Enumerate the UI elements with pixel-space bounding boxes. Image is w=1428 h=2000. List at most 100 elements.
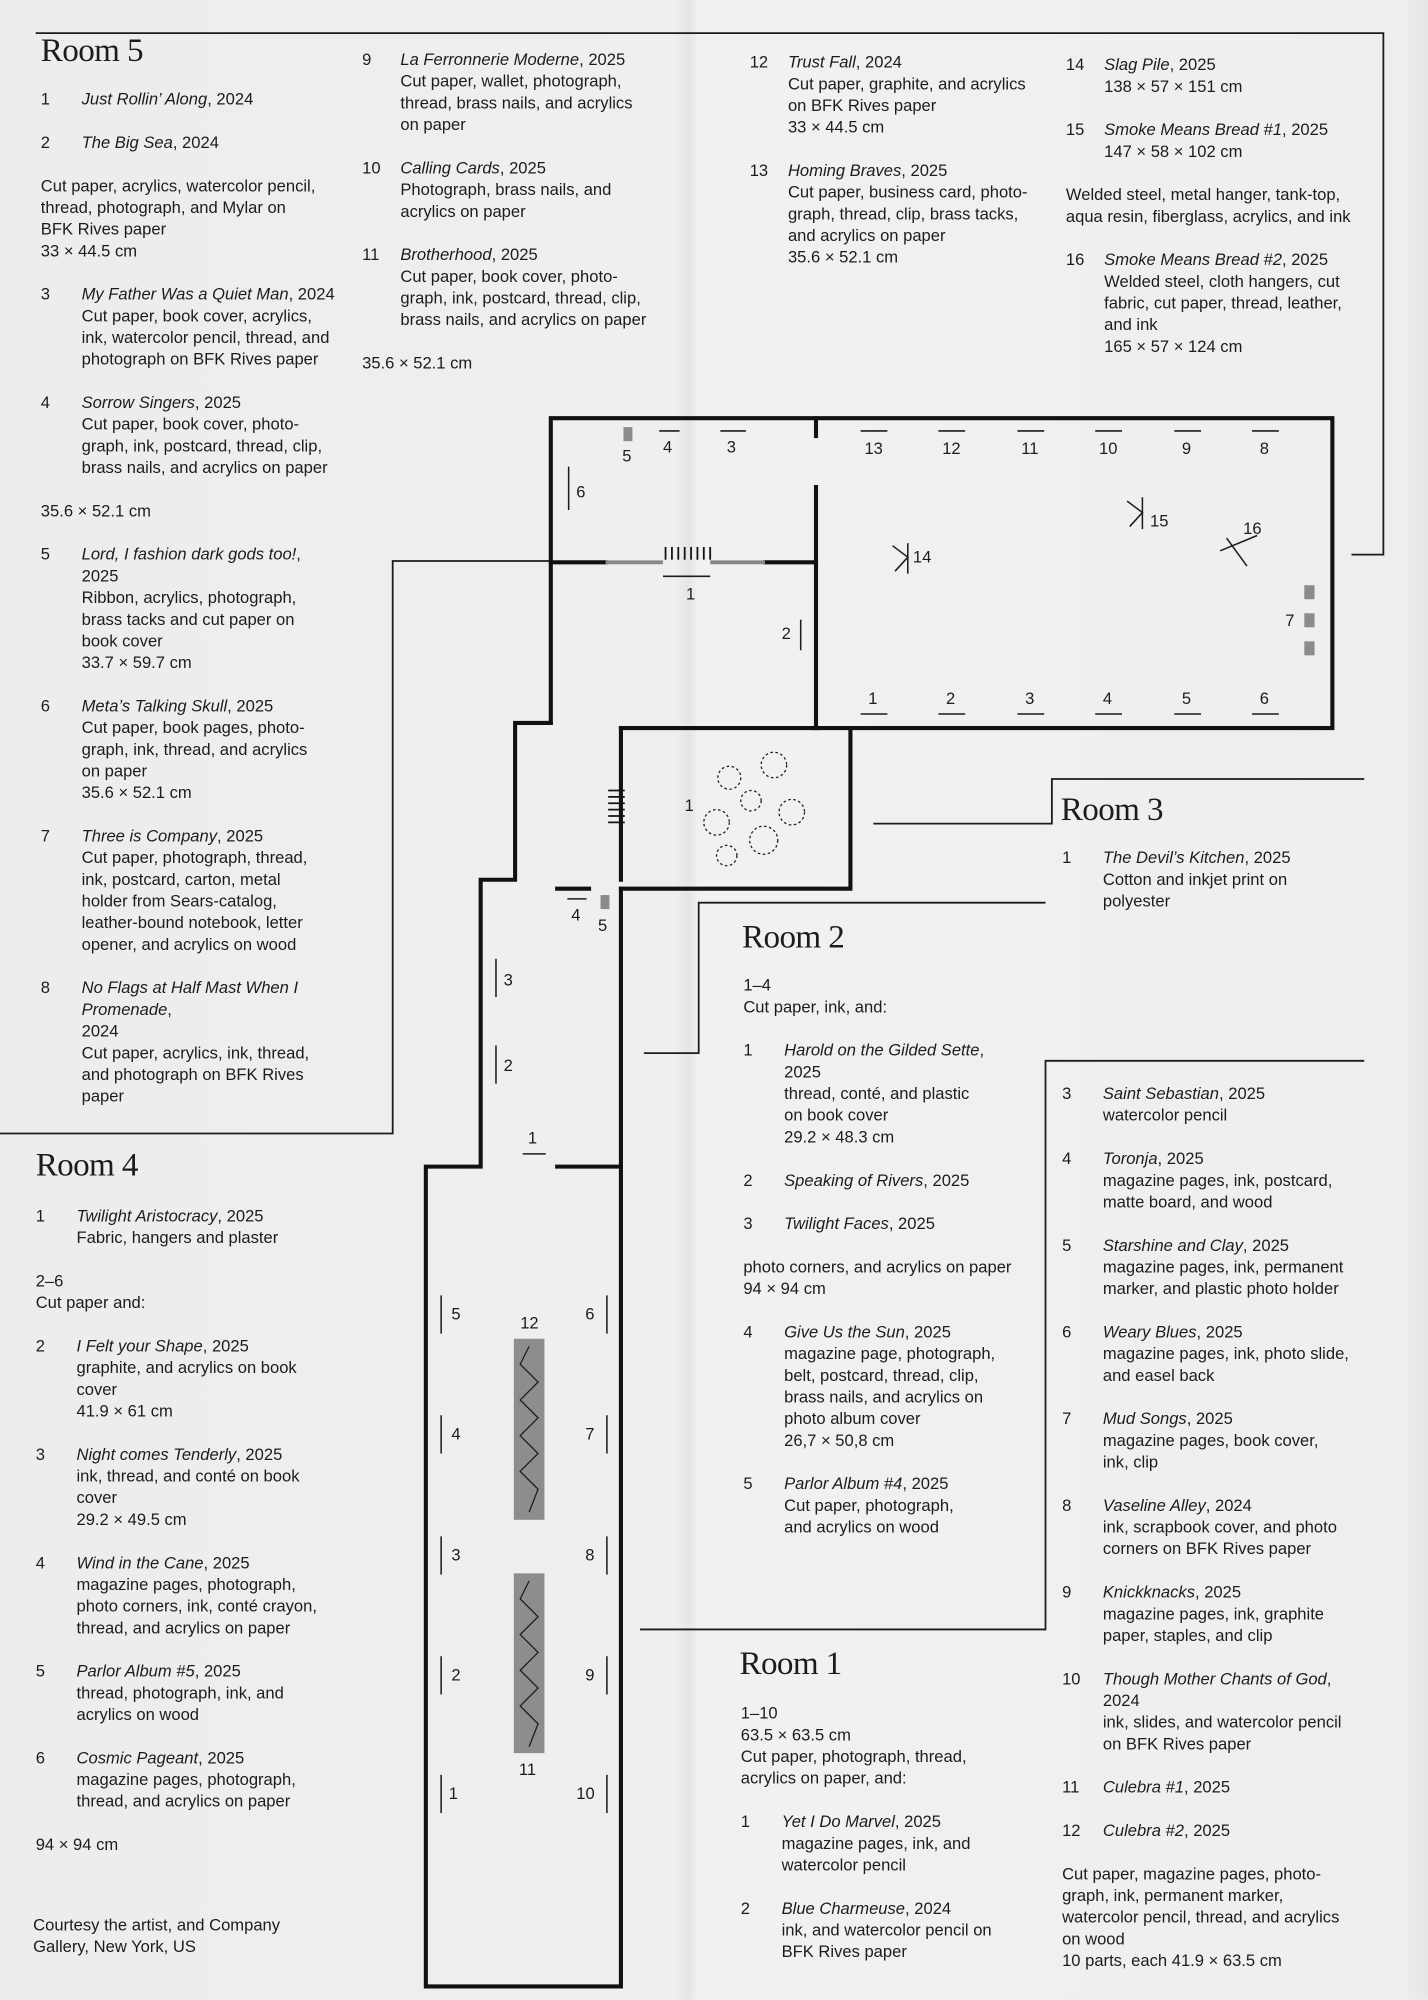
- artwork-year: 2025: [211, 1336, 249, 1356]
- artwork-number: 12: [1062, 1820, 1081, 1840]
- artwork-year: 2025: [1204, 1582, 1242, 1602]
- separator: ,: [288, 284, 298, 304]
- artwork-number: 4: [35, 1552, 45, 1573]
- artwork-heading: Three is Company, 2025: [82, 825, 335, 847]
- separator: ,: [1169, 54, 1179, 74]
- artwork-heading: Yet I Do Marvel, 2025: [782, 1811, 992, 1833]
- upper-label: 15: [1150, 512, 1168, 531]
- caption-line: Cut paper, acrylics, watercolor pencil,: [40, 175, 316, 196]
- artwork-number: 12: [749, 52, 769, 72]
- artwork-medium-line: Cotton and inkjet print on: [1102, 869, 1288, 889]
- artwork-medium-line: cover: [76, 1379, 118, 1399]
- artwork-medium-line: and photograph on BFK Rives: [81, 1064, 304, 1084]
- artwork-medium-line: polyester: [1102, 891, 1171, 911]
- upper-label: 6: [1260, 689, 1269, 708]
- room4-panels: [513, 1338, 545, 1754]
- artwork-details: No Flags at Half Mast When I Promenade, …: [82, 977, 335, 1107]
- artwork-medium-line: thread, photograph, ink, and: [76, 1683, 284, 1703]
- artwork-year: 2024: [1102, 1690, 1140, 1710]
- artwork-heading: Give Us the Sun, 2025: [784, 1321, 1011, 1343]
- artwork-number: 5: [743, 1473, 753, 1494]
- artwork-number: 15: [1065, 119, 1085, 139]
- artwork-title: Meta’s Talking Skull: [81, 696, 228, 716]
- upper-label: 4: [1103, 689, 1112, 708]
- artwork-entry: 12 Culebra #2, 2025: [1062, 1819, 1349, 1841]
- artwork-year: 2024: [297, 284, 335, 304]
- artwork-number: 8: [1062, 1495, 1072, 1515]
- artwork-number: 7: [40, 826, 51, 846]
- room5-label: 6: [576, 482, 585, 501]
- artwork-medium-line: Cut paper, acrylics, ink, thread,: [81, 1042, 310, 1063]
- artwork-heading: Culebra #2, 2025: [1103, 1819, 1349, 1841]
- room2-heading: Room 2: [742, 918, 845, 955]
- artwork-medium-line: 41.9 × 61 cm: [76, 1401, 173, 1421]
- artwork-title: The Devil’s Kitchen: [1102, 847, 1245, 867]
- room5-label: 1: [686, 584, 695, 603]
- artwork-medium-line: thread, and acrylics on paper: [76, 1617, 291, 1638]
- artwork-title: Weary Blues: [1102, 1322, 1197, 1342]
- caption-line: Welded steel, metal hanger, tank-top,: [1065, 184, 1341, 204]
- artwork-title: Lord, I fashion dark gods too!: [81, 544, 297, 564]
- artwork-number: 8: [40, 977, 51, 998]
- separator: ,: [1242, 1235, 1253, 1255]
- caption-line: photo corners, and acrylics on paper: [743, 1257, 1012, 1277]
- artwork-medium-line: ink, scrapbook cover, and photo: [1102, 1517, 1337, 1537]
- artwork-medium-line: Fabric, hangers and plaster: [76, 1227, 279, 1247]
- artwork-medium-line: on book cover: [784, 1105, 889, 1125]
- room4-label: 2: [451, 1665, 460, 1684]
- artwork-medium-line: Cut paper, graphite, and acrylics: [787, 73, 1026, 94]
- artwork-number: 4: [40, 392, 51, 412]
- artwork-title: Brotherhood: [400, 244, 492, 264]
- caption-line: 10 parts, each 41.9 × 63.5 cm: [1062, 1950, 1282, 1970]
- artwork-details: Speaking of Rivers, 2025: [784, 1169, 1011, 1191]
- caption-line: 1–10: [740, 1703, 778, 1723]
- room4-label: 11: [519, 1760, 536, 1779]
- artwork-year: 2025: [236, 696, 274, 716]
- artwork-medium-line: marker, and plastic photo holder: [1102, 1278, 1339, 1298]
- artwork-year: 2025: [1195, 1408, 1233, 1428]
- artwork-number: 5: [40, 544, 51, 564]
- caption-line: 1–4: [743, 975, 771, 995]
- upper-label: 5: [1182, 689, 1191, 708]
- artwork-details: The Big Sea, 2024: [82, 131, 335, 153]
- artwork-medium-line: on paper: [400, 114, 466, 134]
- artwork-medium-line: ink, watercolor pencil, thread, and: [81, 327, 330, 347]
- separator: ,: [1244, 847, 1254, 867]
- artwork-number: 9: [362, 49, 372, 69]
- artwork-medium-line: graph, ink, postcard, thread, clip,: [81, 436, 323, 456]
- room5-label: 5: [622, 447, 631, 466]
- artwork-heading: Cosmic Pageant, 2025: [77, 1747, 317, 1769]
- artwork-year: 2025: [1205, 1322, 1243, 1342]
- artwork-year: 2025: [203, 1661, 241, 1681]
- artwork-year: 2025: [784, 1062, 822, 1082]
- artwork-number: 3: [35, 1444, 45, 1464]
- separator: ,: [1183, 1777, 1194, 1797]
- separator: ,: [1205, 1495, 1215, 1515]
- artwork-title: Twilight Faces: [784, 1213, 889, 1233]
- grey-markers: [600, 427, 1315, 910]
- artwork-heading: Culebra #1, 2025: [1103, 1776, 1349, 1798]
- shared-caption: 94 × 94 cm: [36, 1833, 317, 1855]
- artwork-heading: Twilight Faces, 2025: [784, 1213, 1011, 1235]
- separator: ,: [1326, 1668, 1332, 1689]
- artwork-number: 2: [740, 1898, 750, 1918]
